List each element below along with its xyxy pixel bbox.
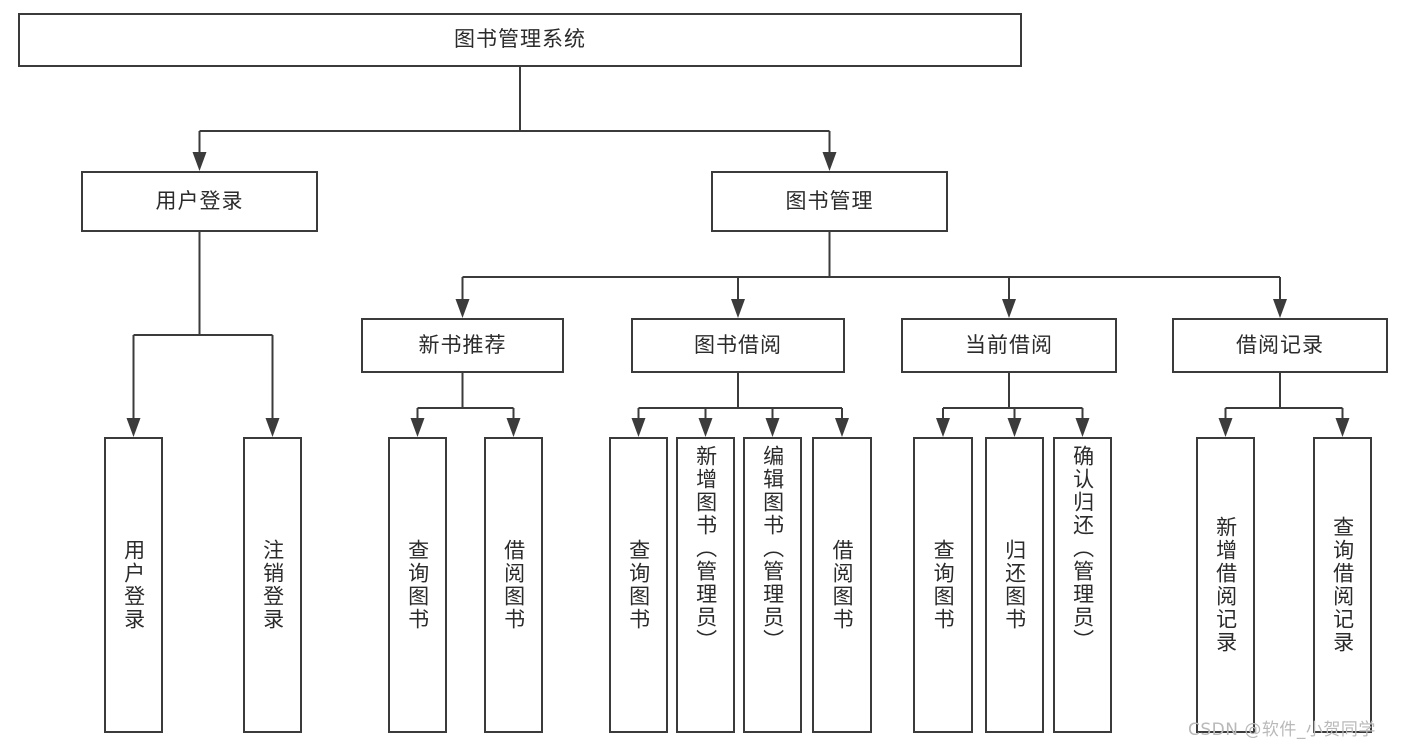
node-label: 图书管理 [785, 188, 874, 213]
node-records[interactable]: 借阅记录 [1172, 318, 1388, 373]
node-leaf-rc-add[interactable]: 新增借阅记录 [1196, 437, 1255, 733]
node-leaf-bw-lend[interactable]: 借阅图书 [812, 437, 872, 733]
node-bookmgmt[interactable]: 图书管理 [711, 171, 948, 232]
node-label: 当前借阅 [965, 332, 1053, 357]
node-current[interactable]: 当前借阅 [901, 318, 1117, 373]
node-label: 借阅记录 [1236, 332, 1324, 357]
node-borrow[interactable]: 图书借阅 [631, 318, 845, 373]
node-leaf-nb-query[interactable]: 查询图书 [388, 437, 447, 733]
node-leaf-logout[interactable]: 注销登录 [243, 437, 302, 733]
node-label: 查询借阅记录 [1330, 516, 1355, 654]
node-leaf-cb-confirm[interactable]: 确认归还（管理员） [1053, 437, 1112, 733]
node-label: 新书推荐 [418, 332, 507, 357]
node-label: 用户登录 [155, 188, 244, 213]
node-leaf-bw-edit[interactable]: 编辑图书（管理员） [743, 437, 802, 733]
node-label: 归还图书 [1002, 539, 1027, 631]
node-label: 新增借阅记录 [1213, 516, 1238, 654]
node-root[interactable]: 图书管理系统 [18, 13, 1022, 67]
node-leaf-bw-query[interactable]: 查询图书 [609, 437, 668, 733]
node-label: 编辑图书（管理员） [760, 445, 785, 652]
node-leaf-cb-return[interactable]: 归还图书 [985, 437, 1044, 733]
node-newbook[interactable]: 新书推荐 [361, 318, 564, 373]
node-label: 用户登录 [121, 539, 146, 631]
node-leaf-login[interactable]: 用户登录 [104, 437, 163, 733]
node-leaf-cb-query[interactable]: 查询图书 [913, 437, 973, 733]
connector-group [126, 67, 1350, 437]
node-label: 图书管理系统 [454, 27, 586, 52]
node-label: 查询图书 [626, 539, 651, 631]
node-leaf-bw-add[interactable]: 新增图书（管理员） [676, 437, 735, 733]
node-label: 借阅图书 [830, 539, 855, 631]
node-label: 新增图书（管理员） [693, 445, 718, 652]
node-leaf-rc-query[interactable]: 查询借阅记录 [1313, 437, 1372, 733]
node-leaf-nb-borrow[interactable]: 借阅图书 [484, 437, 543, 733]
node-label: 查询图书 [931, 539, 956, 631]
node-label: 注销登录 [260, 539, 285, 631]
node-label: 借阅图书 [501, 539, 526, 631]
node-label: 查询图书 [405, 539, 430, 631]
node-label: 图书借阅 [694, 332, 782, 357]
node-login[interactable]: 用户登录 [81, 171, 318, 232]
node-label: 确认归还（管理员） [1070, 445, 1095, 652]
